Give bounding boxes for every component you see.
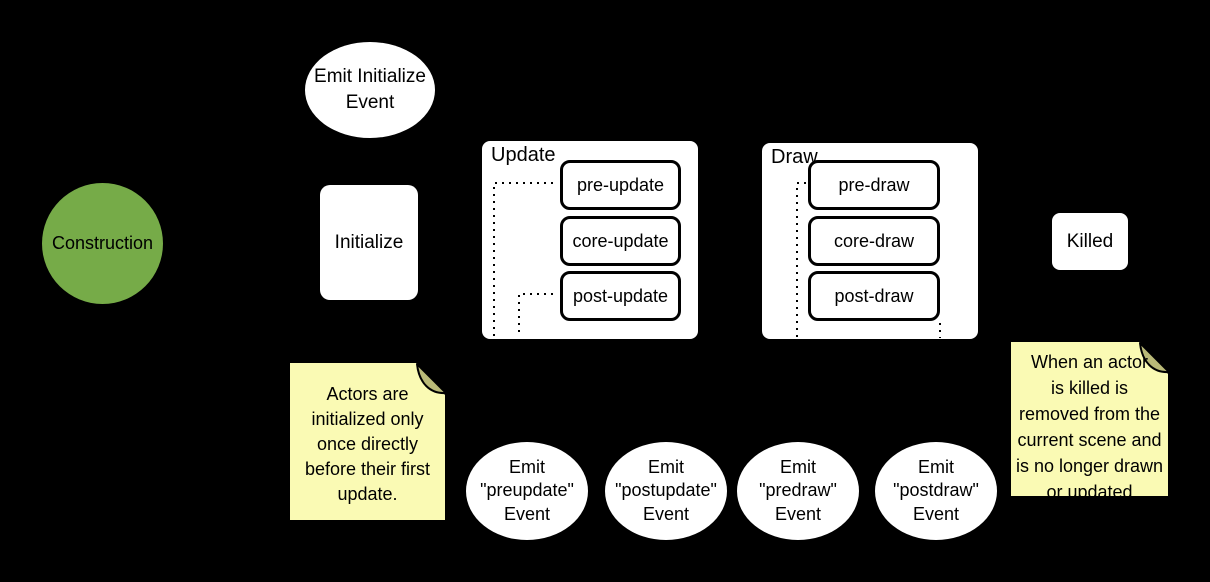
phase-post-draw-label: post-draw [834,285,914,306]
note-killed-body [1011,342,1168,496]
node-emit-preupdate-event-label: Emit "preupdate" Event [480,456,574,524]
phase-core-draw-label: core-draw [833,230,915,251]
phase-core-update: core-update [560,216,681,266]
phase-core-update-label: core-update [572,230,669,251]
phase-pre-draw: pre-draw [808,160,940,210]
group-update: Update pre-update core-update post-updat… [482,141,698,339]
node-emit-postdraw-event-label: Emit "postdraw" Event [893,456,979,524]
node-emit-initialize-event: Emit Initialize Event [305,42,435,138]
node-emit-predraw-event: Emit "predraw" Event [737,442,859,540]
group-update-title: Update [491,144,556,166]
note-fold-corner-icon [1139,342,1170,374]
phase-post-update: post-update [560,271,681,321]
node-emit-initialize-event-label: Emit Initialize Event [314,66,426,113]
node-emit-postupdate-event: Emit "postupdate" Event [605,442,727,540]
node-emit-predraw-event-label: Emit "predraw" Event [759,456,837,524]
node-emit-preupdate-event: Emit "preupdate" Event [466,442,588,540]
node-killed: Killed [1052,213,1128,270]
node-construction-label: Construction [51,233,154,253]
phase-pre-update-label: pre-update [576,174,665,195]
node-emit-postdraw-event: Emit "postdraw" Event [875,442,997,540]
node-emit-postupdate-event-label: Emit "postupdate" Event [615,456,717,524]
node-construction: Construction [42,183,163,304]
phase-pre-draw-label: pre-draw [838,174,910,195]
phase-core-draw: core-draw [808,216,940,266]
node-initialize-label: Initialize [334,231,404,253]
note-initialize-text: Actors are initialized only once directl… [304,384,431,504]
group-draw-title: Draw [771,146,818,168]
note-killed-text: When an actor is killed is removed from … [1015,352,1164,502]
group-draw: Draw pre-draw core-draw post-draw [762,143,978,339]
note-initialize: Actors are initialized only once directl… [290,363,447,520]
node-initialize: Initialize [320,185,418,300]
note-initialize-body [290,363,445,520]
phase-post-draw: post-draw [808,271,940,321]
note-killed: When an actor is killed is removed from … [1011,342,1170,502]
note-fold-corner-icon [416,363,447,395]
phase-post-update-label: post-update [572,285,669,306]
phase-pre-update: pre-update [560,160,681,210]
node-killed-label: Killed [1066,230,1114,252]
